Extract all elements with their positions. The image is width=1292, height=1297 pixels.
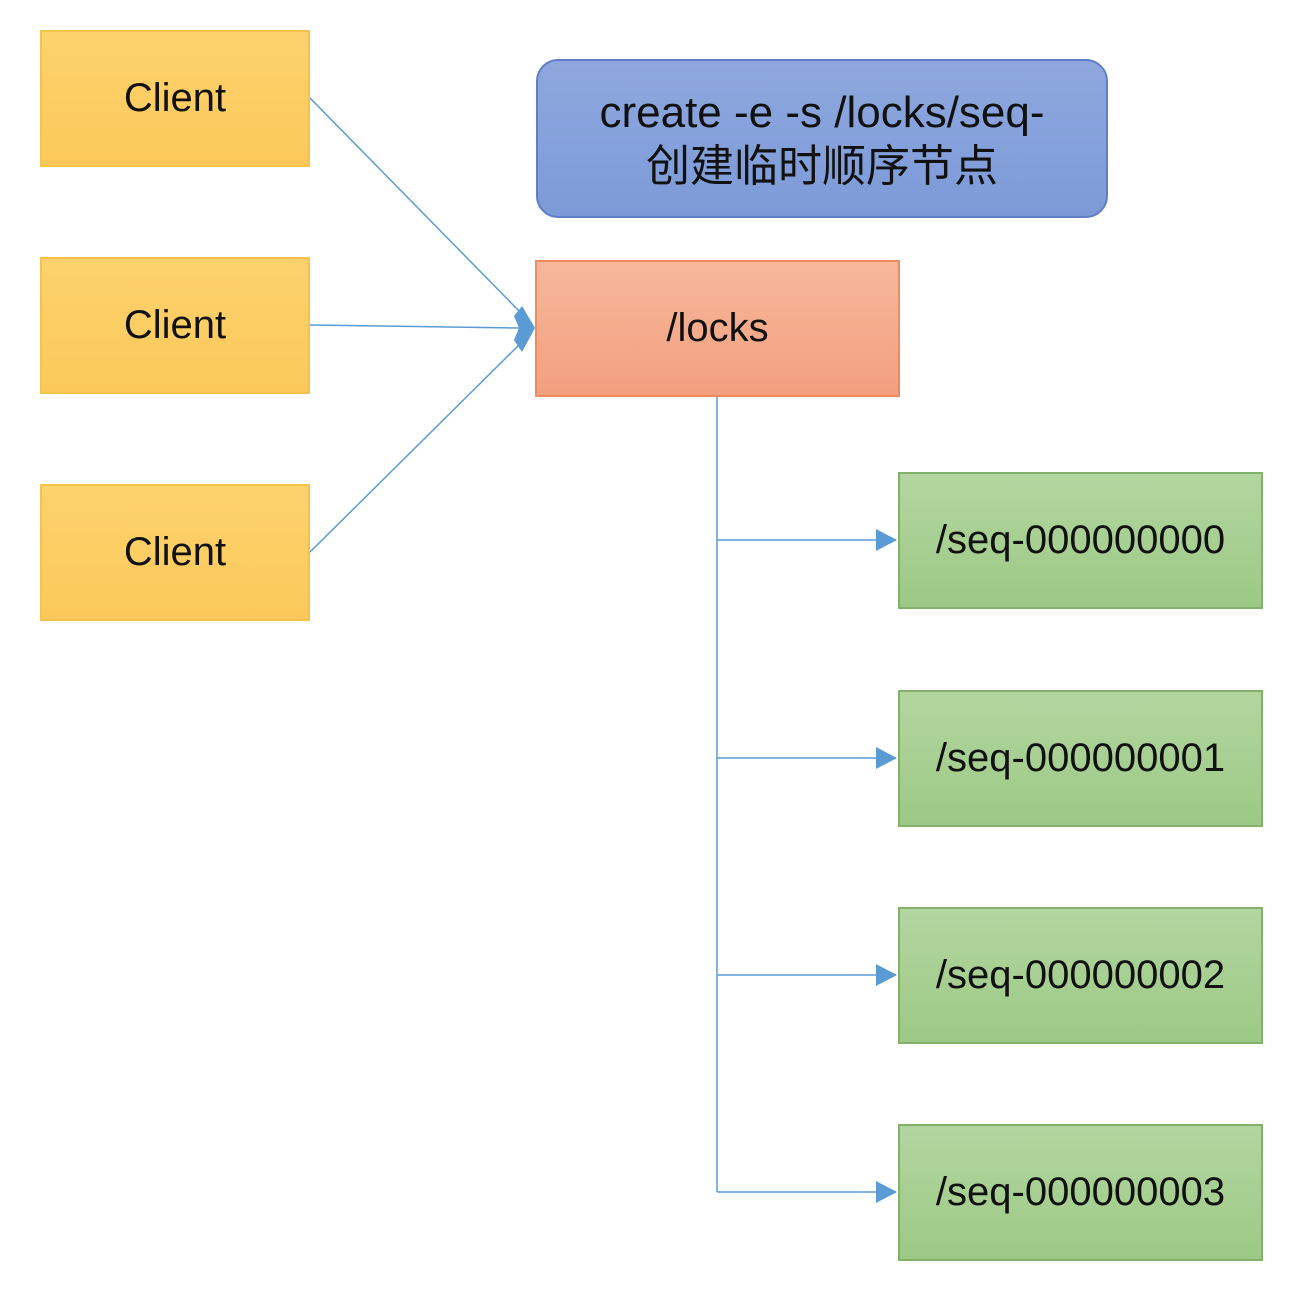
seq-node-3: /seq-000000003 (898, 1124, 1263, 1261)
client-node-2: Client (40, 257, 310, 394)
command-text: create -e -s /locks/seq- (599, 87, 1045, 137)
merged-arrowhead (514, 306, 535, 352)
seq-node-label: /seq-000000001 (935, 736, 1226, 780)
edge-client-3-to-locks (309, 339, 525, 553)
seq-node-label: /seq-000000000 (935, 518, 1226, 562)
arrowhead-seq-2 (876, 964, 897, 986)
client-to-locks-edges (309, 97, 535, 553)
client-node-label: Client (123, 303, 227, 347)
client-node-3: Client (40, 484, 310, 621)
seq-node-1: /seq-000000001 (898, 690, 1263, 827)
locks-to-seq-edges (716, 397, 897, 1203)
arrowhead-seq-3 (876, 1181, 897, 1203)
arrowhead-seq-0 (876, 529, 897, 551)
command-callout: create -e -s /locks/seq- 创建临时顺序节点 (536, 59, 1108, 218)
client-node-label: Client (123, 76, 227, 120)
seq-node-label: /seq-000000002 (935, 953, 1226, 997)
command-description: 创建临时顺序节点 (646, 141, 998, 191)
locks-node-label: /locks (666, 306, 769, 350)
client-node-label: Client (123, 530, 227, 574)
edge-client-1-to-locks (309, 97, 525, 317)
seq-node-0: /seq-000000000 (898, 472, 1263, 609)
edge-client-2-to-locks (309, 324, 521, 329)
locks-node: /locks (535, 260, 900, 397)
seq-node-label: /seq-000000003 (935, 1170, 1226, 1214)
client-node-1: Client (40, 30, 310, 167)
arrowhead-seq-1 (876, 747, 897, 769)
seq-node-2: /seq-000000002 (898, 907, 1263, 1044)
